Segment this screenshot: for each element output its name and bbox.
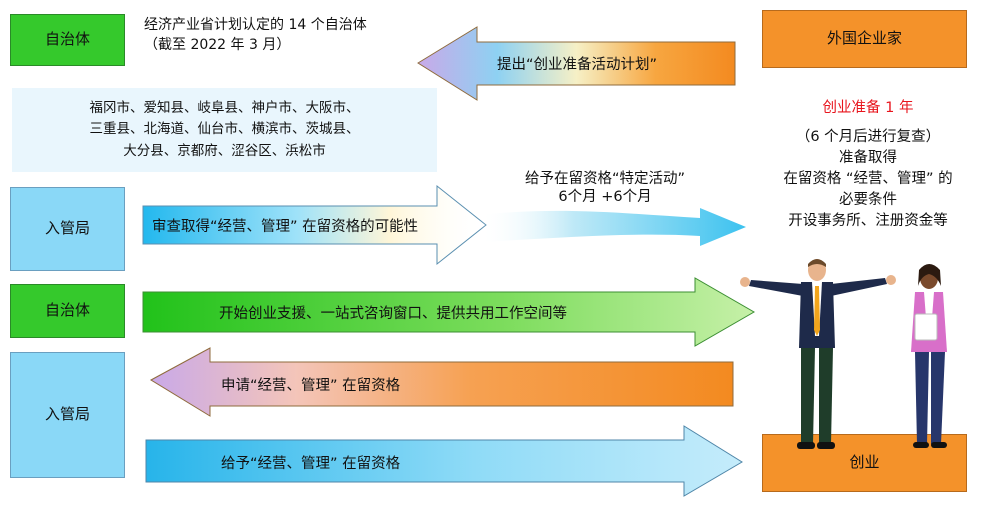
prep-desc-line2: 准备取得: [839, 150, 897, 167]
startup-label: 创业: [849, 453, 880, 472]
jichitai-label-top: 自治体: [44, 30, 90, 49]
support-label: 开始创业支援、一站式咨询窗口、提供共用工作空间等: [219, 305, 567, 322]
grant-arrow: [145, 425, 743, 497]
prep-desc-line1: （6 个月后进行复查）: [795, 129, 941, 146]
prep-desc-line5: 开设事务所、注册资金等: [788, 213, 948, 230]
apply-label: 申请“经营、管理” 在留资格: [221, 377, 401, 394]
business-people-illustration: [740, 259, 947, 449]
apply-arrow: [149, 347, 734, 417]
designation-note-line2: （截至 2022 年 3 月）: [144, 36, 291, 53]
prep-description: 创业准备 1 年 （6 个月后进行复查） 准备取得 在留资格 “经营、管理” 的…: [760, 98, 976, 232]
designation-note-line1: 经济产业省计划认定的 14 个自治体: [144, 17, 367, 33]
submit-plan-arrow: [417, 26, 736, 101]
review-label: 审查取得“经营、管理” 在留资格的可能性: [152, 218, 419, 235]
foreign-entrepreneur-label: 外国企业家: [826, 29, 902, 48]
prep-desc-line3: 在留资格 “经营、管理” 的: [783, 171, 953, 188]
prep-year-label: 创业准备 1 年: [822, 100, 914, 116]
support-arrow: [142, 277, 756, 347]
nyukan-label-bottom: 入管局: [44, 405, 90, 424]
nyukan-label-top: 入管局: [44, 219, 90, 238]
grant-special-arrow: [480, 208, 746, 246]
grant-special-line2: 6个月 +6个月: [558, 189, 652, 206]
jichitai-box-bottom: 自治体: [10, 284, 125, 338]
jichitai-box-top: 自治体: [10, 14, 125, 66]
grant-label: 给予“经营、管理” 在留资格: [221, 455, 401, 472]
prep-desc-line4: 必要条件: [839, 192, 897, 209]
cities-line2: 三重县、北海道、仙台市、横滨市、茨城县、: [89, 121, 360, 138]
grant-special-label: 给予在留资格“特定活动” 6个月 +6个月: [512, 170, 698, 206]
cities-line3: 大分县、京都府、涩谷区、浜松市: [123, 142, 326, 159]
nyukan-box-top: 入管局: [10, 187, 125, 271]
submit-plan-label: 提出“创业准备活动计划”: [497, 56, 658, 73]
designation-note: 经济产业省计划认定的 14 个自治体 （截至 2022 年 3 月）: [144, 16, 367, 55]
businesswoman-figure: [911, 264, 947, 448]
jichitai-label-bottom: 自治体: [44, 301, 90, 320]
cities-line1: 福冈市、爱知县、岐阜县、神户市、大阪市、: [89, 99, 360, 116]
businessman-figure: [740, 259, 896, 449]
cities-panel: 福冈市、爱知县、岐阜县、神户市、大阪市、 三重县、北海道、仙台市、横滨市、茨城县…: [12, 88, 437, 172]
nyukan-box-bottom: 入管局: [10, 352, 125, 478]
grant-special-line1: 给予在留资格“特定活动”: [524, 171, 686, 187]
foreign-entrepreneur-box: 外国企业家: [762, 10, 967, 68]
review-arrow: [142, 184, 487, 266]
